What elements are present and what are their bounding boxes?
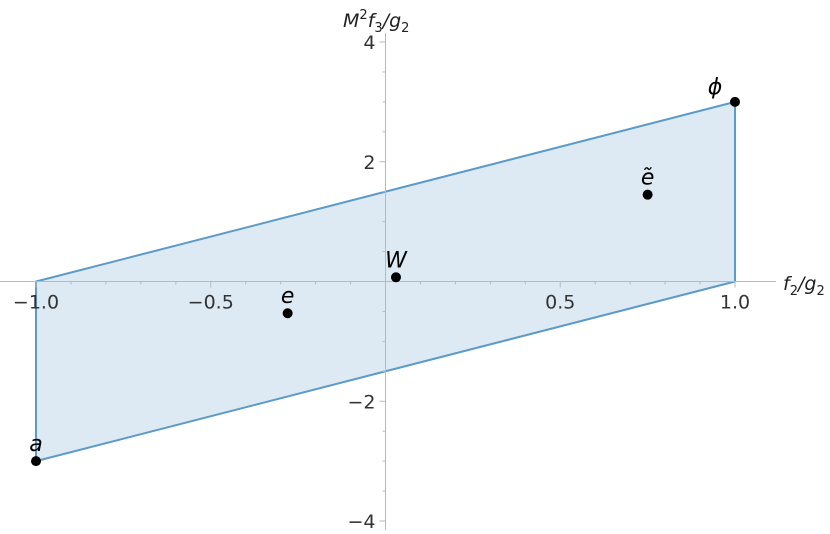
y-tick-label: 2 [363, 152, 375, 174]
y-axis-label: M2f3/g2 [343, 8, 409, 36]
y-ticks: −4 −2 2 4 [347, 32, 386, 533]
point-label: e [281, 284, 295, 309]
x-tick-label: 1.0 [720, 292, 750, 314]
data-point [31, 456, 41, 467]
point-label: W [385, 248, 408, 273]
point-label: ϕ [708, 75, 723, 100]
point-label: ẽ [641, 166, 655, 191]
x-tick-label: −0.5 [188, 292, 234, 314]
y-tick-label: −4 [347, 511, 375, 533]
point-label: a [29, 432, 42, 457]
x-tick-label: 0.5 [545, 292, 575, 314]
x-axis-label: f2/g2 [783, 273, 825, 299]
x-tick-label: −1.0 [13, 292, 59, 314]
data-points: a e Wẽ ϕ [29, 75, 740, 467]
y-tick-label: −2 [347, 391, 375, 413]
y-tick-label: 4 [363, 32, 375, 54]
x-ticks: −1.0 −0.5 0.5 1.0 [13, 281, 750, 314]
data-point [390, 272, 401, 283]
data-point [642, 189, 653, 200]
data-point [282, 308, 293, 319]
data-point [730, 96, 740, 107]
